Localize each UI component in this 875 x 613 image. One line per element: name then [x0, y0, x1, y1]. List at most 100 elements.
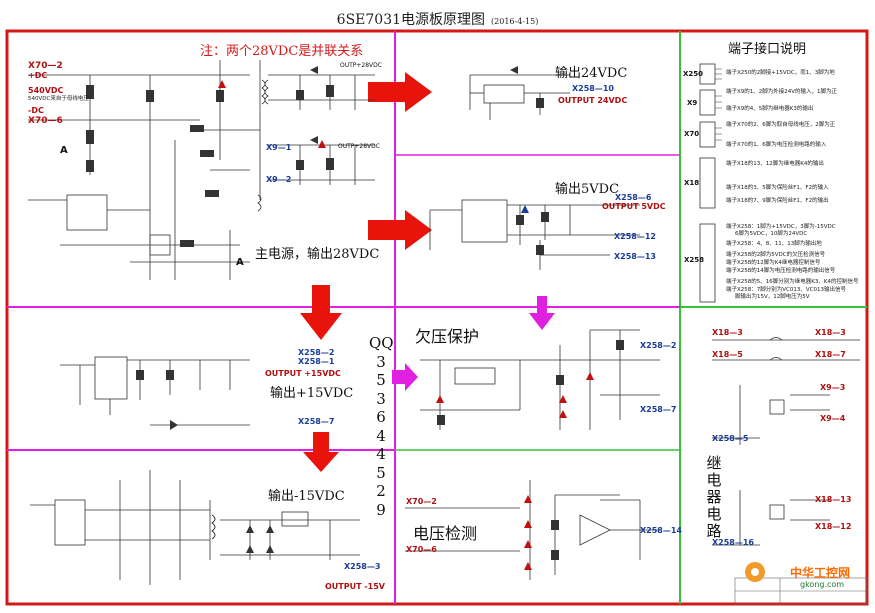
- terminal-x70-line-1: 端子X70的2、6脚为取自母线电压，2脚为正: [726, 122, 836, 128]
- arrow-magenta-right: [392, 363, 418, 391]
- outer-frame: [5, 29, 869, 606]
- terminal-name-x250: X250: [683, 70, 704, 78]
- terminal-x18-line-3: 端子X18的7、9脚为保险丝F1、F2的输出: [726, 198, 829, 204]
- terminal-x258-line-5: 端子X258的12脚为K4继电器控制信号: [726, 260, 821, 266]
- lbl-minus-dc: -DC: [28, 106, 44, 115]
- parallel-note: 注：两个28VDC是并联关系: [200, 44, 364, 59]
- terminal-name-x9: X9: [687, 99, 698, 107]
- lbl-x18-3: X18—3: [712, 328, 743, 337]
- qq-vertical: QQ 3 5 3 6 4 4 5 2 9: [369, 334, 394, 519]
- title-text: 6SE7031电源板原理图: [336, 12, 486, 28]
- section-main-power: 主电源，输出28VDC: [255, 247, 380, 262]
- lbl-x258-13: X258—13: [614, 252, 656, 261]
- lbl-out24: OUTPUT 24VDC: [558, 96, 628, 105]
- section-out24: 输出24VDC: [555, 66, 628, 81]
- terminal-x258-line-3: 端子X258：4、8、11、13脚为输出地: [726, 241, 822, 247]
- lbl-x258-5: X258—5: [712, 434, 749, 443]
- lbl-x9-3: X9—3: [820, 383, 846, 392]
- lbl-x258-12: X258—12: [614, 232, 656, 241]
- lbl-out15n: OUTPUT -15V: [325, 582, 385, 591]
- lbl-x18-7: X18—7: [815, 350, 846, 359]
- lbl-outp28-top: OUTP+28VDC: [340, 62, 382, 69]
- terminal-x18-line-1: 端子X18的13、12脚为继电器K4的输出: [726, 161, 824, 167]
- lbl-a-left: A: [60, 145, 68, 156]
- qq-char: 4: [376, 445, 386, 463]
- lbl-plus-dc: +DC: [28, 71, 48, 80]
- relay-circuit-title: 继 电 器 电 路: [706, 455, 722, 540]
- lbl-x18-12: X18—12: [815, 522, 852, 531]
- lbl-outp28-bottom: OUTP+28VDC: [338, 143, 380, 150]
- arrow-to-24v: [368, 72, 432, 112]
- lbl-vd-x258-14: X258—14: [640, 526, 682, 535]
- qq-char: 3: [376, 352, 386, 371]
- relay-char: 路: [706, 522, 722, 540]
- relay-char: 器: [706, 488, 722, 506]
- lbl-out5: OUTPUT 5VDC: [602, 202, 666, 211]
- lbl-vd-x70-6: X70—6: [406, 545, 437, 554]
- out24-schematic: [469, 74, 570, 120]
- lbl-a-right: A: [236, 257, 244, 268]
- qq-char: 3: [376, 389, 386, 408]
- lbl-x258-2-15p: X258—2: [298, 348, 335, 357]
- relay-schematic: [712, 337, 860, 546]
- main-power-schematic: [28, 60, 375, 280]
- section-voltdetect: 电压检测: [413, 524, 478, 543]
- page-title: 6SE7031电源板原理图 (2016-4-15): [0, 9, 875, 29]
- lbl-out15p: OUTPUT +15VDC: [265, 369, 341, 378]
- terminal-x70-line-2: 端子X70的1、6脚为电压检测电路的输入: [726, 142, 827, 148]
- lbl-vd-x70-2: X70—2: [406, 497, 437, 506]
- lbl-x18-3-right: X18—3: [815, 328, 846, 337]
- terminal-x258-line-4: 端子X258的2脚为5VDC的欠压检测信号: [726, 252, 826, 258]
- arrow-down-15p: [300, 285, 342, 340]
- terminal-x258-line-6: 端子X258的14脚为电压检测电路的输出信号: [726, 268, 836, 274]
- relay-char: 电: [706, 471, 722, 489]
- lbl-x9-1: X9—1: [266, 143, 292, 152]
- lbl-uv-x258-2: X258—2: [640, 341, 677, 350]
- terminal-x258-line-2: 6脚为5VDC，10脚为24VDC: [735, 231, 808, 237]
- qq-char: QQ: [369, 334, 394, 352]
- lbl-x258-6: X258—6: [615, 193, 652, 202]
- lbl-x9-2: X9—2: [266, 175, 292, 184]
- lbl-uv-x258-7: X258—7: [640, 405, 677, 414]
- terminal-name-x258: X258: [684, 256, 705, 264]
- lbl-x18-5: X18—5: [712, 350, 743, 359]
- relay-char: 电: [706, 505, 722, 523]
- arrow-down-15n: [303, 432, 339, 472]
- qq-char: 2: [376, 482, 386, 500]
- lbl-x258-3: X258—3: [344, 562, 381, 571]
- arrow-to-5v: [368, 210, 432, 250]
- lbl-x70-6: X70—6: [28, 116, 63, 126]
- lbl-540vdc: 540VDC: [28, 86, 64, 95]
- section-out15p: 输出+15VDC: [270, 386, 354, 401]
- terminal-x250-line: 端子X250的2脚接+15VDC，而1、3脚为地: [726, 70, 835, 76]
- section-terminal: 端子接口说明: [728, 42, 807, 57]
- main-power-components: [86, 66, 334, 247]
- watermark-brand: 中华工控网: [790, 566, 851, 580]
- title-date: (2016-4-15): [491, 17, 539, 26]
- watermark-url: gkong.com: [800, 580, 845, 589]
- terminal-x258-line-1: 端子X258：1脚为+15VDC，3脚为-15VDC: [726, 224, 836, 230]
- qq-char: 6: [376, 408, 386, 426]
- title-block: [734, 577, 868, 605]
- terminal-name-x18: X18: [684, 179, 700, 187]
- lbl-x258-16: X258—16: [712, 538, 754, 547]
- lbl-x9-4: X9—4: [820, 414, 846, 423]
- terminal-connectors: [699, 63, 716, 303]
- terminal-x258-line-7: 端子X258的5、16脚分别为继电器K3、K4的控制信号: [726, 279, 859, 285]
- terminal-x9-line-1: 端子X9的1、2脚为外接24V的输入，1脚为正: [726, 89, 838, 95]
- qq-char: 9: [376, 500, 386, 519]
- section-out5: 输出5VDC: [555, 182, 620, 197]
- relay-char: 继: [706, 454, 722, 472]
- lbl-x258-7-15p: X258—7: [298, 417, 335, 426]
- section-out15n: 输出-15VDC: [268, 489, 345, 504]
- qq-char: 5: [376, 463, 386, 482]
- voltdetect-schematic: [405, 480, 660, 580]
- terminal-x258-line-9: 脚输出为15V，12脚电压为5V: [735, 294, 810, 300]
- arrow-magenta-down: [529, 296, 555, 330]
- qq-char: 4: [376, 426, 386, 445]
- lbl-x258-10: X258—10: [572, 84, 614, 93]
- terminal-x9-line-2: 端子X9的4、5脚为继电器K3的输出: [726, 106, 814, 112]
- qq-char: 5: [376, 371, 386, 389]
- lbl-540-desc: 540VDC来自于母线电压: [28, 96, 89, 102]
